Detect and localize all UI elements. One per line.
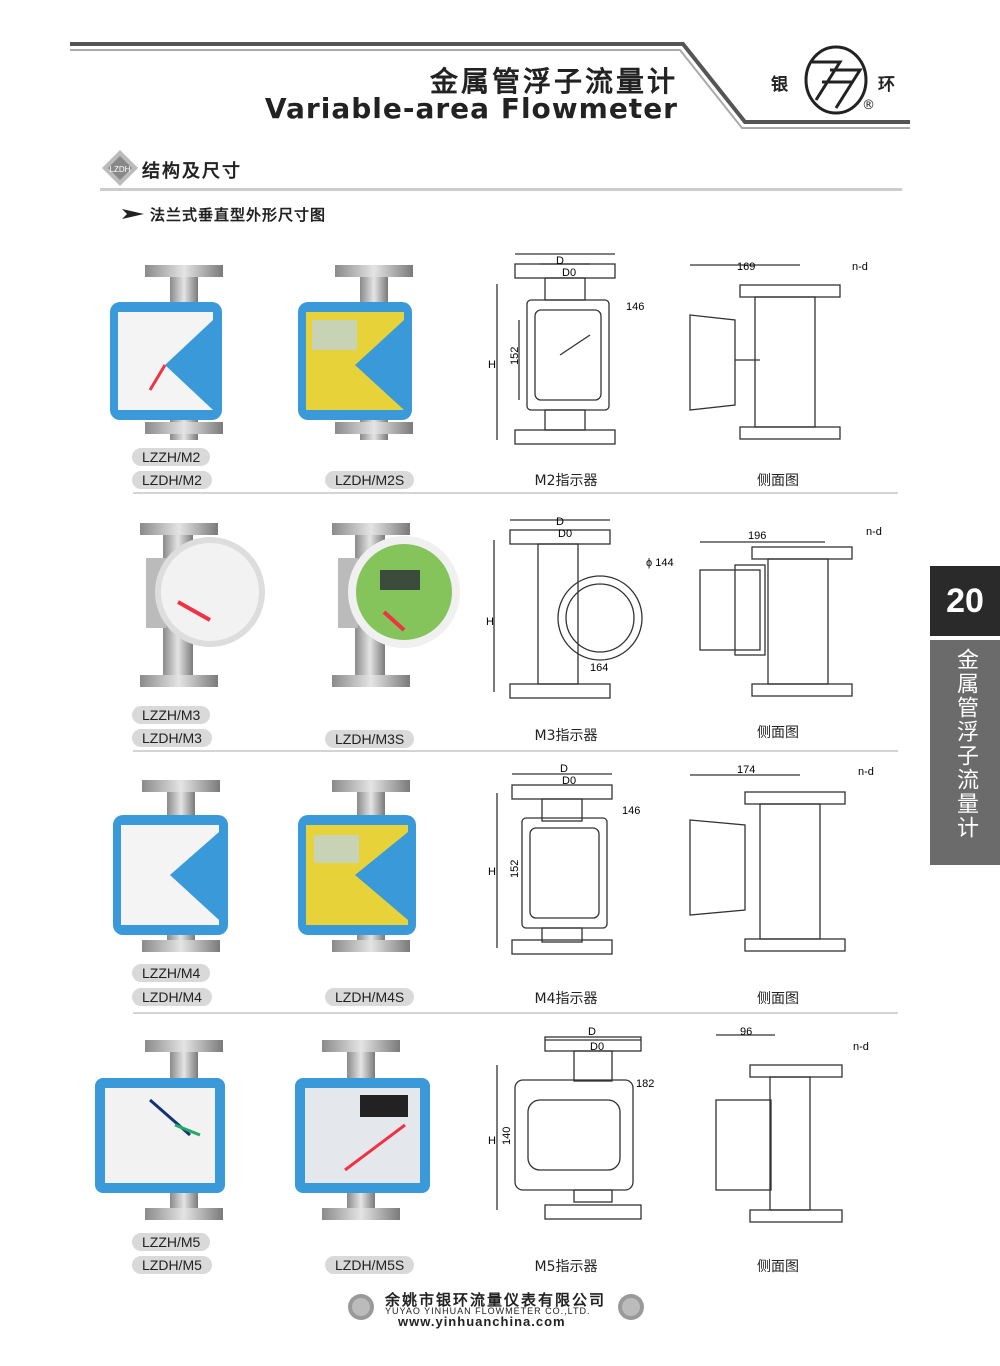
m5-side-drawing xyxy=(715,1034,843,1223)
subtitle: 法兰式垂直型外形尺寸图 xyxy=(150,206,327,224)
m3-dim-d: D xyxy=(556,516,564,528)
header-title-en: Variable-area Flowmeter xyxy=(264,92,678,125)
model-label: LZZH/M5 xyxy=(132,1233,211,1251)
m4-dim-h: H xyxy=(488,866,496,878)
section-badge-text: LZDH xyxy=(110,165,131,174)
footer-decoration xyxy=(348,1294,644,1320)
m5-dim-side: 96 xyxy=(740,1026,752,1038)
row-separator xyxy=(133,492,898,494)
brand-char-right: 环 xyxy=(878,75,895,95)
header-title-cn: 金属管浮子流量计 xyxy=(429,65,678,98)
m2-dim-d0: D0 xyxy=(562,267,576,279)
m4-indicator-drawing xyxy=(496,773,613,955)
model-label: LZZH/M4 xyxy=(132,964,211,982)
m5-dim-h: H xyxy=(488,1135,496,1147)
m3-indicator-drawing xyxy=(493,519,643,699)
side-view-caption: 侧面图 xyxy=(757,991,799,1007)
page-number-tab: 20 xyxy=(930,566,1000,636)
m4-dim-height: 152 xyxy=(509,860,521,878)
arrow-right-icon xyxy=(122,209,144,219)
m5-dim-width: 182 xyxy=(636,1078,654,1090)
photo-lzzh-m2 xyxy=(110,265,223,440)
brand-logo-icon xyxy=(804,45,868,115)
indicator-caption: M5指示器 xyxy=(534,1259,598,1275)
header-graphic xyxy=(70,42,910,129)
section-title: 结构及尺寸 xyxy=(142,161,242,182)
m3-side-drawing xyxy=(699,541,853,697)
m4-dim-d0: D0 xyxy=(562,775,576,787)
m5-dim-nd: n-d xyxy=(853,1041,869,1053)
indicator-caption: M4指示器 xyxy=(534,991,598,1007)
photo-lzdh-m5s xyxy=(295,1040,430,1220)
indicator-caption: M3指示器 xyxy=(534,728,598,744)
model-label: LZDH/M5S xyxy=(325,1256,415,1274)
m2-dim-d: D xyxy=(556,255,564,267)
section-underline xyxy=(100,188,902,191)
m3-dim-width: ϕ 144 xyxy=(646,557,674,569)
row-separator xyxy=(133,1012,898,1014)
photo-lzdh-m2s xyxy=(298,265,413,440)
m2-dim-side: 169 xyxy=(737,261,755,273)
side-view-caption: 侧面图 xyxy=(757,1259,799,1275)
m5-indicator-drawing xyxy=(496,1036,642,1220)
model-label: LZDH/M3S xyxy=(325,730,415,748)
registered-mark: ® xyxy=(862,98,875,113)
m2-dim-height: 152 xyxy=(509,347,521,365)
photo-lzzh-m3 xyxy=(140,523,265,687)
model-label: LZDH/M5 xyxy=(132,1256,212,1274)
m4-dim-d: D xyxy=(560,763,568,775)
model-label: LZZH/M2 xyxy=(132,448,211,466)
model-label: LZDH/M4 xyxy=(132,988,212,1006)
m5-dim-d0: D0 xyxy=(590,1041,604,1053)
chapter-tab: 金属管浮子流量计 xyxy=(930,640,1000,865)
m5-dim-d: D xyxy=(588,1026,596,1038)
m3-dim-d0: D0 xyxy=(558,528,572,540)
photo-lzdh-m4s xyxy=(298,780,416,952)
model-label: LZDH/M2 xyxy=(132,471,212,489)
footer-company-en: YUYAO YINHUAN FLOWMETER CO.,LTD. xyxy=(385,1306,591,1316)
model-label: LZDH/M2S xyxy=(325,471,415,489)
side-view-caption: 侧面图 xyxy=(757,725,799,741)
m4-dim-side: 174 xyxy=(737,764,755,776)
photo-lzzh-m4 xyxy=(113,780,228,952)
m2-dim-nd: n-d xyxy=(852,261,868,273)
m3-dim-nd: n-d xyxy=(866,526,882,538)
m2-dim-width: 146 xyxy=(626,301,644,313)
photo-lzzh-m5 xyxy=(95,1040,225,1220)
model-label: LZZH/M3 xyxy=(132,706,211,724)
footer-company-cn: 余姚市银环流量仪表有限公司 xyxy=(385,1291,607,1309)
m4-dim-width: 146 xyxy=(622,805,640,817)
indicator-caption: M2指示器 xyxy=(534,473,598,489)
m2-side-drawing xyxy=(689,264,841,440)
m3-dim-side: 196 xyxy=(748,530,766,542)
m3-dim-height: 164 xyxy=(590,662,608,674)
model-label: LZDH/M4S xyxy=(325,988,415,1006)
product-figures: D D0 146 H 152 169 n-d D D xyxy=(95,253,882,1223)
model-label: LZDH/M3 xyxy=(132,729,212,747)
photo-lzdh-m3s xyxy=(332,523,460,687)
m4-dim-nd: n-d xyxy=(858,766,874,778)
m3-dim-h: H xyxy=(486,616,494,628)
brand-char-left: 银 xyxy=(771,75,788,95)
footer-website: www.yinhuanchina.com xyxy=(398,1314,566,1329)
section-badge-icon: LZDH xyxy=(102,150,138,186)
m5-dim-height: 140 xyxy=(501,1127,513,1145)
m2-dim-h: H xyxy=(488,359,496,371)
row-separator xyxy=(133,750,898,752)
m2-indicator-drawing xyxy=(496,253,616,445)
side-view-caption: 侧面图 xyxy=(757,473,799,489)
m4-side-drawing xyxy=(689,774,846,952)
